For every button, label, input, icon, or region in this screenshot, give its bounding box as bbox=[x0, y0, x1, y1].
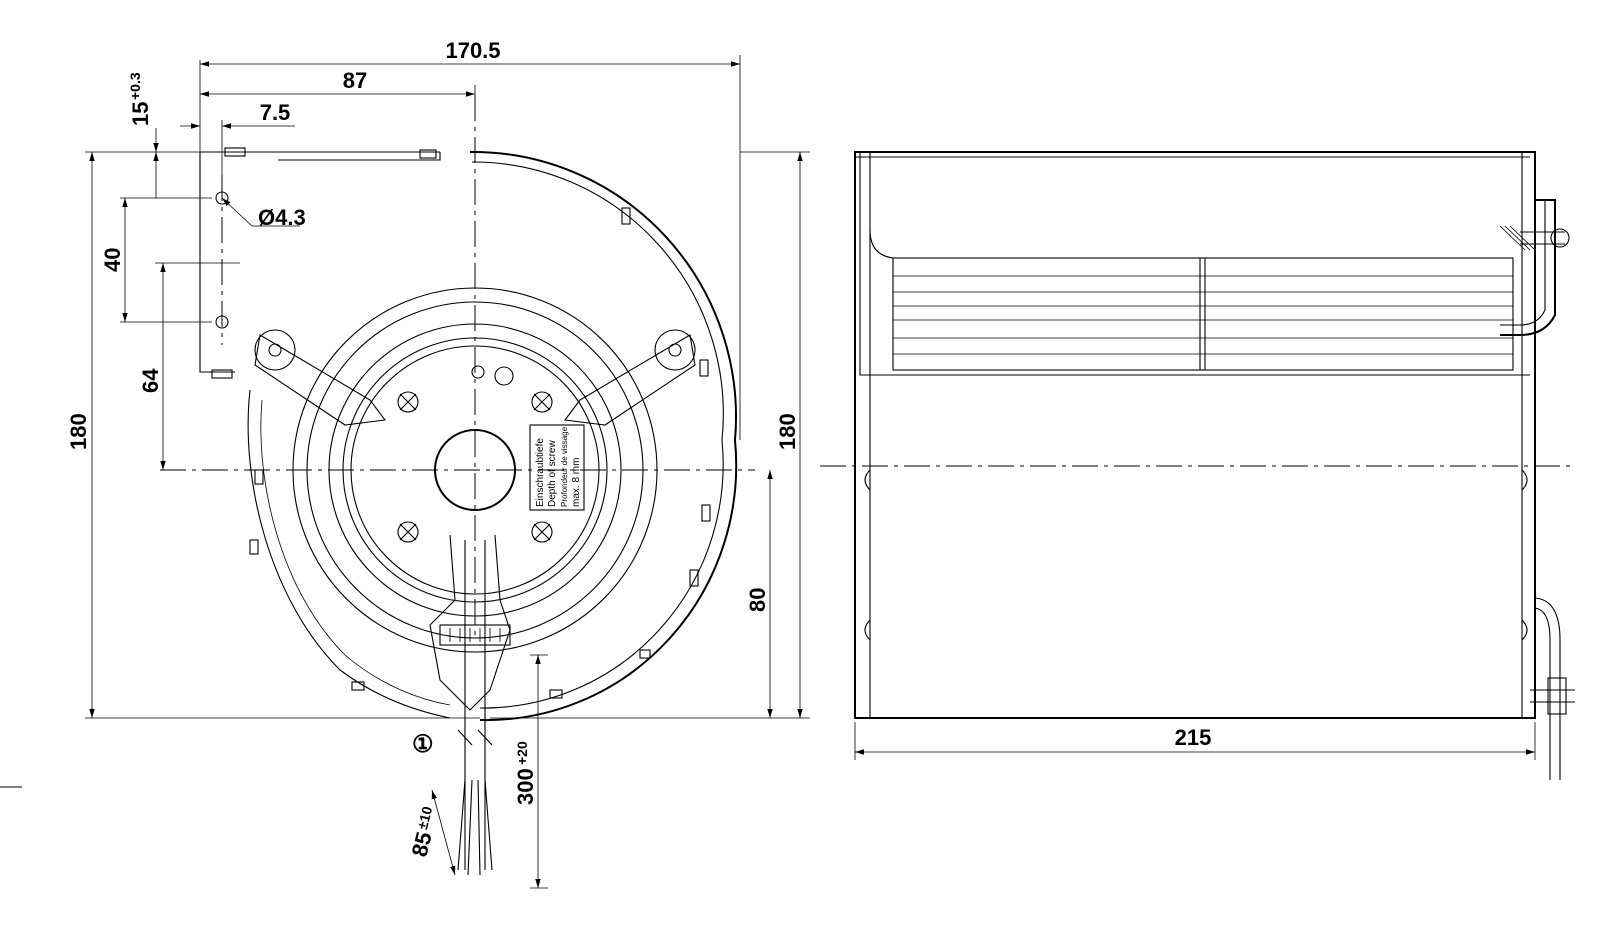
dimension-lines bbox=[89, 61, 803, 889]
dim-axis-to-base: 80 bbox=[745, 588, 770, 612]
cable-wires bbox=[457, 779, 493, 876]
screw-depth-label: Einschraubtiefe Depth of screw Profondeu… bbox=[529, 424, 585, 511]
dim-hole-spacing: 40 bbox=[100, 248, 125, 272]
dim-strip-length-value: 85 bbox=[407, 829, 437, 859]
dim-cable-length: 300 +20 bbox=[513, 741, 538, 805]
dim-flange-offset: 7.5 bbox=[260, 100, 291, 125]
side-cable bbox=[1530, 597, 1575, 780]
dim-cable-length-tol: +20 bbox=[514, 741, 530, 765]
dim-length: 215 bbox=[1175, 725, 1212, 750]
front-view: Einschraubtiefe Depth of screw Profondeu… bbox=[0, 38, 810, 889]
mounting-flange bbox=[199, 151, 441, 373]
support-arms bbox=[254, 329, 696, 426]
label-line-1: Einschraubtiefe bbox=[535, 438, 546, 507]
dim-strip-length-tol: ±10 bbox=[414, 804, 435, 831]
side-flange bbox=[1499, 199, 1570, 336]
label-line-4: max. 8 mm bbox=[571, 458, 582, 507]
dim-strip-length: 85 ±10 bbox=[407, 804, 437, 859]
dim-hole-to-axis: 64 bbox=[138, 368, 163, 393]
scroll-housing-left-inner bbox=[260, 399, 451, 706]
side-notches bbox=[864, 469, 1528, 641]
scroll-housing-inner bbox=[471, 161, 724, 709]
scroll-housing-outer bbox=[469, 150, 738, 722]
cable-gland bbox=[429, 534, 511, 870]
flange-tab-bottom bbox=[211, 369, 233, 379]
dim-height-right: 180 bbox=[775, 413, 800, 450]
side-housing-top-band bbox=[855, 152, 1530, 376]
dim-cable-length-value: 300 bbox=[513, 768, 538, 805]
scroll-housing-left bbox=[247, 389, 451, 719]
side-housing-walls bbox=[869, 152, 1523, 718]
label-line-2: Depth of screw bbox=[547, 440, 558, 507]
dim-flange-height: 15 +0.3 bbox=[127, 72, 153, 126]
dim-width-overall: 170.5 bbox=[445, 38, 500, 63]
side-impeller-top bbox=[869, 229, 1512, 259]
dim-flange-height-value: 15 bbox=[128, 102, 153, 126]
cable-callout: ① bbox=[412, 731, 434, 758]
dim-hole-diameter: Ø4.3 bbox=[258, 205, 306, 230]
side-screw-icon bbox=[1550, 228, 1570, 248]
dim-center-offset: 87 bbox=[343, 68, 367, 93]
label-line-3: Profondeur de vissage bbox=[560, 426, 569, 507]
flange-tab-top bbox=[224, 147, 246, 157]
extension-lines bbox=[85, 55, 810, 719]
ground-symbol-icon bbox=[494, 366, 514, 386]
side-housing-outline bbox=[854, 151, 1536, 719]
dim-height-left: 180 bbox=[66, 413, 91, 450]
side-view: 215 bbox=[820, 151, 1575, 780]
impeller bbox=[892, 257, 1514, 371]
dim-flange-height-tol: +0.3 bbox=[127, 72, 143, 100]
motor-screws bbox=[397, 365, 553, 543]
